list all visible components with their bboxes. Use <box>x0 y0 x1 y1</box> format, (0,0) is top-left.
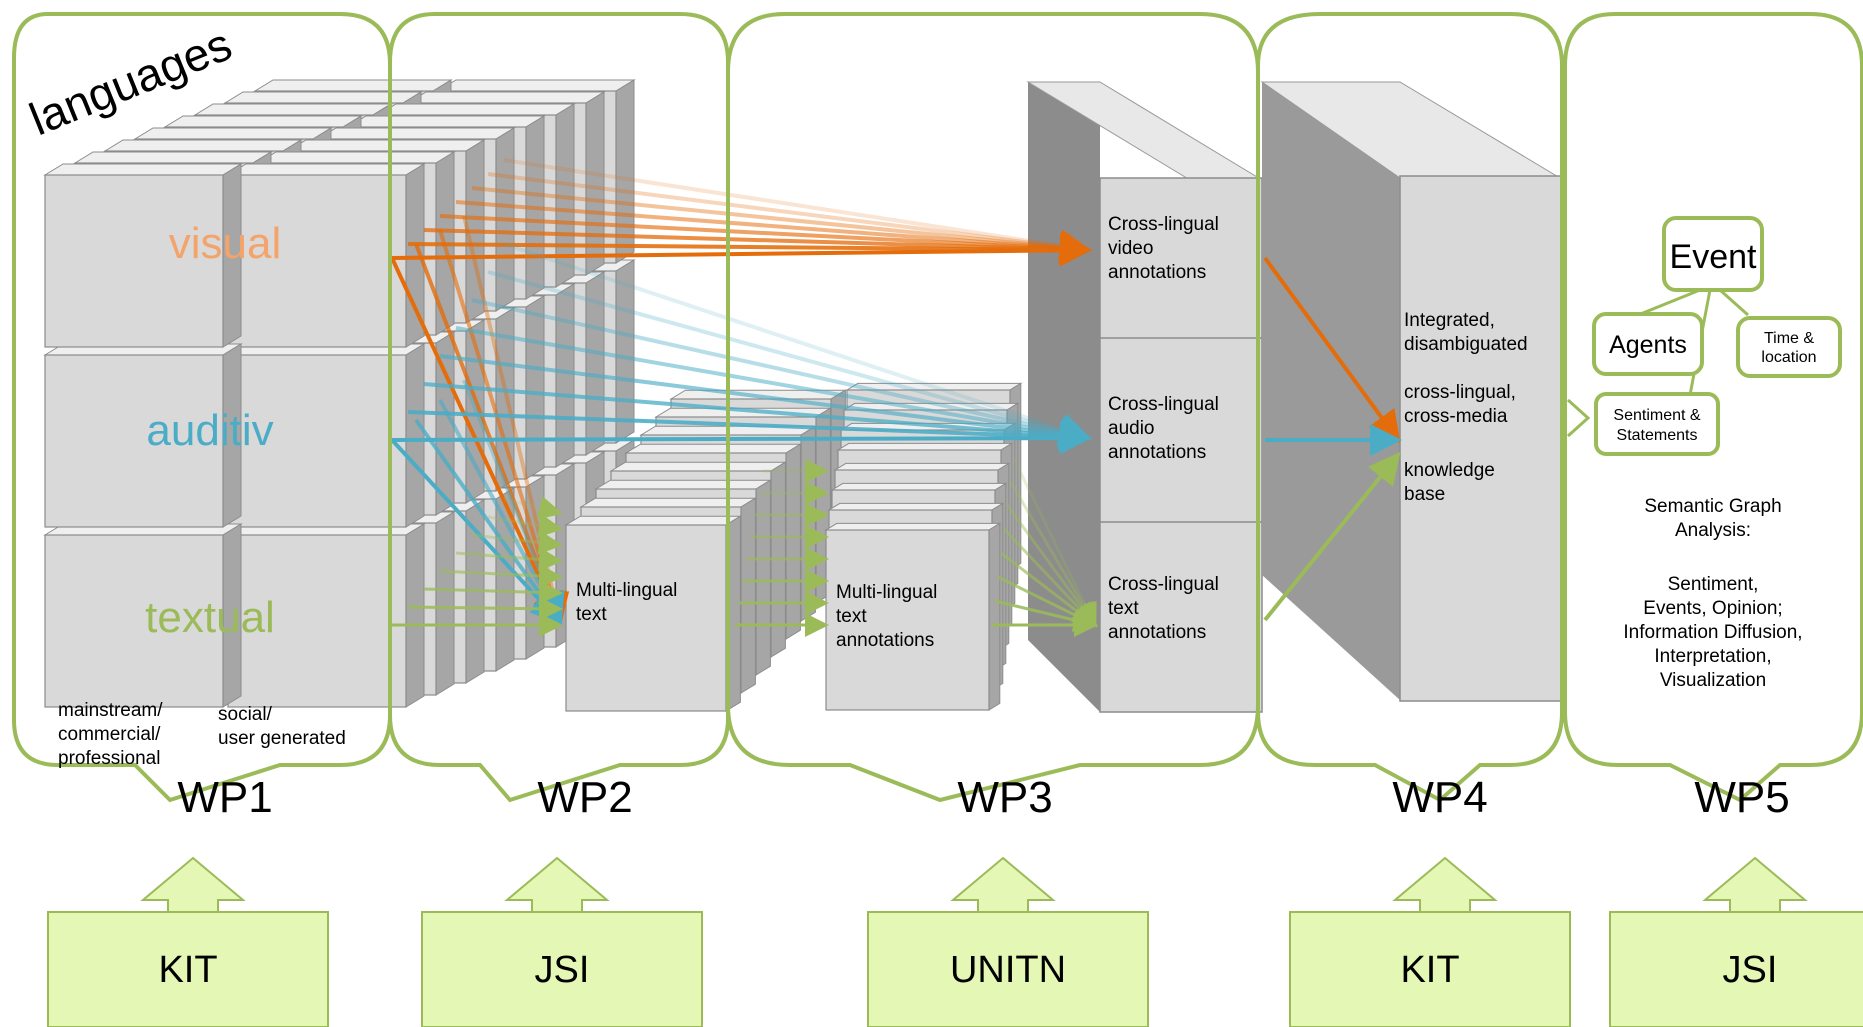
svg-text:text: text <box>576 604 607 625</box>
org-name: KIT <box>1400 949 1459 991</box>
svg-text:user generated: user generated <box>218 728 346 749</box>
svg-text:social/: social/ <box>218 704 273 725</box>
svg-text:Information Diffusion,: Information Diffusion, <box>1623 622 1802 643</box>
cube <box>43 163 243 348</box>
event-node <box>1662 216 1764 292</box>
semantic-graph: Event Agents Time & location Sentiment &… <box>1592 216 1842 456</box>
wp-panels <box>12 12 1863 803</box>
cube <box>43 343 243 528</box>
org-box: JSI <box>1609 856 1863 1027</box>
org-name: UNITN <box>950 949 1066 991</box>
semantic-analysis-text: Semantic Graph Analysis: Sentiment, Even… <box>1623 496 1802 691</box>
multilingual-text-label: Multi-lingual text <box>576 580 677 625</box>
agents-node-label: Agents <box>1609 331 1687 359</box>
svg-text:professional: professional <box>58 748 160 769</box>
data-flow-arrows <box>390 158 1591 637</box>
svg-text:Multi-lingual: Multi-lingual <box>836 582 937 603</box>
svg-text:Sentiment &: Sentiment & <box>1613 407 1700 424</box>
source-mainstream-label: mainstream/ commercial/ professional <box>58 700 163 769</box>
svg-text:location: location <box>1761 349 1816 366</box>
wp3-panel <box>726 12 1260 803</box>
svg-text:video: video <box>1108 238 1153 259</box>
cube <box>226 343 426 528</box>
svg-text:text: text <box>836 606 867 627</box>
svg-text:Events, Opinion;: Events, Opinion; <box>1643 598 1782 619</box>
cross-lingual-slabs <box>1026 81 1264 713</box>
modality-textual: textual <box>145 593 275 642</box>
text-annotations-label: Multi-lingual text annotations <box>836 582 937 651</box>
org-name: KIT <box>158 949 217 991</box>
source-social-label: social/ user generated <box>218 704 346 749</box>
wp3-label: WP3 <box>957 773 1052 822</box>
wp2-panel <box>388 12 730 803</box>
wp1-panel <box>12 12 392 803</box>
agents-node <box>1592 312 1704 376</box>
wp4-label: WP4 <box>1392 773 1487 822</box>
org-name: JSI <box>1723 949 1778 991</box>
cross-text-annotations-label: Cross-lingual text annotations <box>1108 574 1219 643</box>
svg-text:disambiguated: disambiguated <box>1404 334 1528 355</box>
wp5-panel <box>1563 12 1863 803</box>
time-location-node <box>1736 316 1842 378</box>
svg-text:annotations: annotations <box>1108 622 1206 643</box>
wp1-label: WP1 <box>177 773 272 822</box>
organization-boxes: KIT JSI UNITN KIT JSI <box>47 856 1863 1027</box>
svg-text:text: text <box>1108 598 1139 619</box>
wp5-label: WP5 <box>1694 773 1789 822</box>
svg-text:Statements: Statements <box>1617 427 1698 444</box>
event-node-label: Event <box>1670 238 1757 276</box>
svg-text:annotations: annotations <box>1108 262 1206 283</box>
svg-text:Cross-lingual: Cross-lingual <box>1108 574 1219 595</box>
up-arrow-icon <box>140 856 246 913</box>
sentiment-node <box>1594 392 1720 456</box>
cube <box>43 523 243 708</box>
up-arrow-icon <box>1392 856 1498 913</box>
modality-visual: visual <box>169 219 282 268</box>
svg-text:knowledge: knowledge <box>1404 460 1495 481</box>
cube <box>824 522 1002 711</box>
svg-text:annotations: annotations <box>1108 442 1206 463</box>
svg-text:Visualization: Visualization <box>1660 670 1766 691</box>
wp2-label: WP2 <box>537 773 632 822</box>
up-arrow-icon <box>1702 856 1808 913</box>
svg-text:cross-lingual,: cross-lingual, <box>1404 382 1516 403</box>
svg-text:Analysis:: Analysis: <box>1675 520 1751 541</box>
svg-text:Multi-lingual: Multi-lingual <box>576 580 677 601</box>
svg-text:cross-media: cross-media <box>1404 406 1508 427</box>
svg-text:mainstream/: mainstream/ <box>58 700 163 721</box>
audio-annotations-label: Cross-lingual audio annotations <box>1108 394 1219 463</box>
up-arrow-icon <box>504 856 610 913</box>
wp4-panel <box>1256 12 1564 803</box>
modality-auditiv: auditiv <box>146 406 273 455</box>
org-box: UNITN <box>867 856 1149 1027</box>
knowledge-base-slab <box>1260 81 1563 702</box>
up-arrow-icon <box>950 856 1056 913</box>
svg-text:base: base <box>1404 484 1445 505</box>
org-box: KIT <box>47 856 329 1027</box>
svg-text:Cross-lingual: Cross-lingual <box>1108 214 1219 235</box>
svg-text:annotations: annotations <box>836 630 934 651</box>
svg-text:Sentiment,: Sentiment, <box>1668 574 1759 595</box>
org-box: KIT <box>1289 856 1571 1027</box>
video-annotations-label: Cross-lingual video annotations <box>1108 214 1219 283</box>
svg-text:Semantic Graph: Semantic Graph <box>1644 496 1781 517</box>
knowledge-base-label: Integrated, disambiguated cross-lingual,… <box>1404 310 1528 505</box>
svg-text:Cross-lingual: Cross-lingual <box>1108 394 1219 415</box>
org-box: JSI <box>421 856 703 1027</box>
cube <box>226 523 426 708</box>
org-name: JSI <box>535 949 590 991</box>
svg-text:Interpretation,: Interpretation, <box>1654 646 1771 667</box>
svg-text:Integrated,: Integrated, <box>1404 310 1495 331</box>
svg-text:audio: audio <box>1108 418 1155 439</box>
svg-text:Time &: Time & <box>1764 330 1814 347</box>
svg-text:commercial/: commercial/ <box>58 724 161 745</box>
